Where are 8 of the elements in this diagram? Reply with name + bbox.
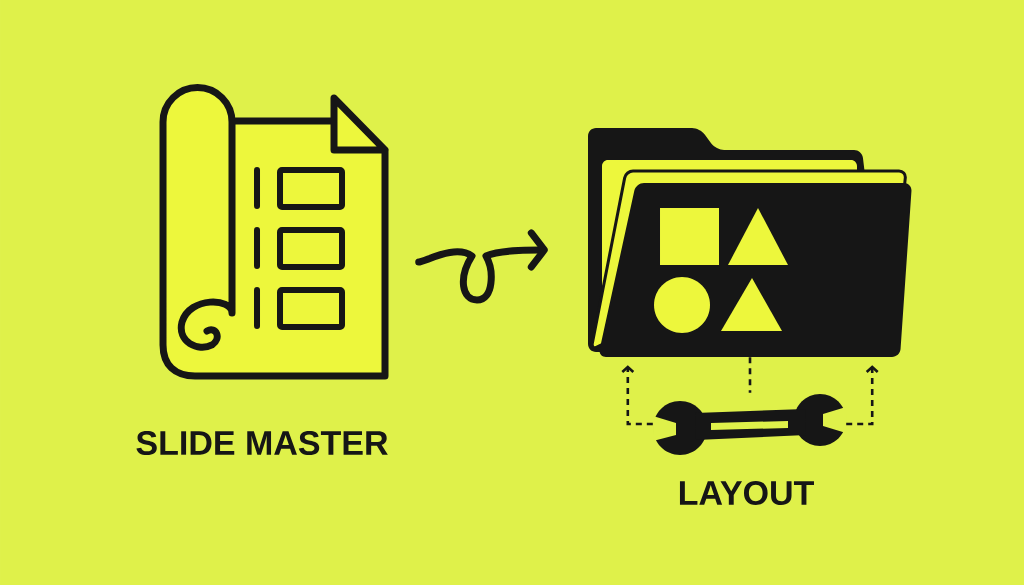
curly-arrow (415, 229, 548, 304)
dashed-arrow (846, 365, 879, 426)
node-label: LAYOUT (679, 480, 814, 506)
wrench-icon (653, 394, 846, 455)
node-label: SLIDE MASTER (136, 430, 388, 456)
dashed-arrow (621, 365, 653, 426)
folder-icon (588, 128, 912, 357)
dashed-line (748, 357, 752, 393)
